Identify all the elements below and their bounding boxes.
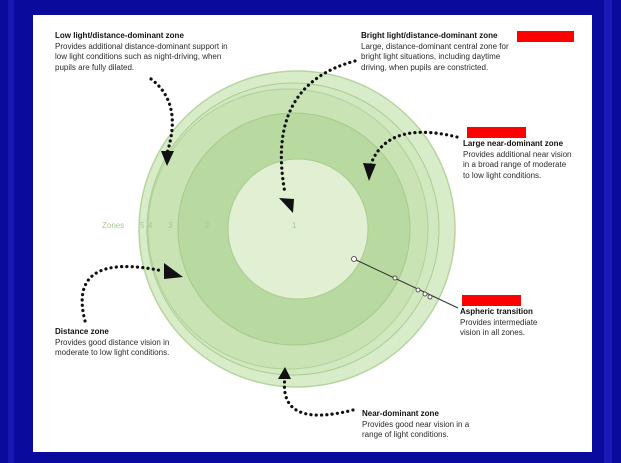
zones-label: Zones bbox=[102, 221, 125, 230]
background-stripe-right bbox=[604, 0, 612, 463]
lens-diagram bbox=[80, 59, 459, 417]
label-bright-light-desc-2: bright light situations, including dayti… bbox=[361, 52, 501, 61]
arrow-low-light bbox=[149, 77, 174, 155]
arrowhead-large-near bbox=[363, 163, 376, 181]
arrowhead-bright-light bbox=[279, 198, 294, 213]
zone-number-1: 1 bbox=[292, 221, 297, 230]
zone-number-5: 5 bbox=[140, 221, 145, 230]
label-near-dominant: Near-dominant zone Provides good near vi… bbox=[362, 409, 532, 441]
label-distance-desc-1: Provides good distance vision in bbox=[55, 337, 170, 347]
background-stripe-left bbox=[8, 0, 14, 463]
arrowheads bbox=[161, 151, 376, 379]
arrowhead-near-dominant bbox=[278, 367, 291, 379]
arrow-large-near bbox=[367, 130, 459, 172]
zone-number-2: 2 bbox=[205, 221, 210, 230]
label-bright-light: Bright light/distance-dominant zone Larg… bbox=[361, 31, 561, 73]
label-distance-title: Distance zone bbox=[55, 327, 109, 336]
redaction-bar-large-near bbox=[467, 127, 526, 138]
label-low-light-desc-3: pupils are fully dilated. bbox=[55, 62, 135, 72]
label-distance: Distance zone Provides good distance vis… bbox=[55, 327, 225, 359]
label-low-light-desc-1: Provides additional distance-dominant su… bbox=[55, 41, 228, 51]
arrow-bright-light bbox=[279, 59, 357, 195]
label-large-near-desc-3: to low light conditions. bbox=[463, 170, 542, 180]
label-low-light-title: Low light/distance-dominant zone bbox=[55, 31, 184, 40]
zone-number-4: 4 bbox=[148, 221, 153, 230]
label-low-light-desc-2: low light conditions such as night-drivi… bbox=[55, 52, 222, 61]
label-aspheric: Aspheric transition Provides intermediat… bbox=[460, 307, 585, 339]
redaction-bar-bright-light bbox=[517, 31, 574, 42]
label-large-near-desc-2: in a broad range of moderate bbox=[463, 160, 567, 169]
arrow-near-dominant bbox=[282, 375, 355, 417]
redaction-bar-aspheric bbox=[462, 295, 521, 306]
label-near-dominant-desc-1: Provides good near vision in a bbox=[362, 419, 470, 429]
lens-zone-1 bbox=[227, 158, 369, 300]
slide-canvas: Zones 5 4 3 2 1 Low light/distance-domin… bbox=[33, 15, 592, 452]
label-large-near-title: Large near-dominant zone bbox=[463, 139, 564, 148]
label-bright-light-desc-1: Large, distance-dominant central zone fo… bbox=[361, 41, 509, 51]
label-distance-desc-2: moderate to low light conditions. bbox=[55, 348, 170, 357]
label-large-near: Large near-dominant zone Provides additi… bbox=[463, 139, 588, 181]
label-bright-light-desc-3: driving, when pupils are constricted. bbox=[361, 62, 489, 72]
label-aspheric-desc-2: vision in all zones. bbox=[460, 328, 525, 337]
arrow-distance bbox=[80, 264, 165, 323]
label-aspheric-desc-1: Provides intermediate bbox=[460, 317, 538, 327]
zone-number-3: 3 bbox=[168, 221, 173, 230]
label-near-dominant-desc-2: range of light conditions. bbox=[362, 430, 449, 439]
label-bright-light-title: Bright light/distance-dominant zone bbox=[361, 31, 498, 40]
arrowhead-distance bbox=[164, 263, 183, 279]
label-large-near-desc-1: Provides additional near vision bbox=[463, 149, 572, 159]
aspheric-pointer bbox=[351, 256, 459, 309]
label-aspheric-title: Aspheric transition bbox=[460, 307, 533, 316]
arrowhead-low-light bbox=[161, 151, 174, 166]
label-near-dominant-title: Near-dominant zone bbox=[362, 409, 439, 418]
label-low-light: Low light/distance-dominant zone Provide… bbox=[55, 31, 255, 73]
